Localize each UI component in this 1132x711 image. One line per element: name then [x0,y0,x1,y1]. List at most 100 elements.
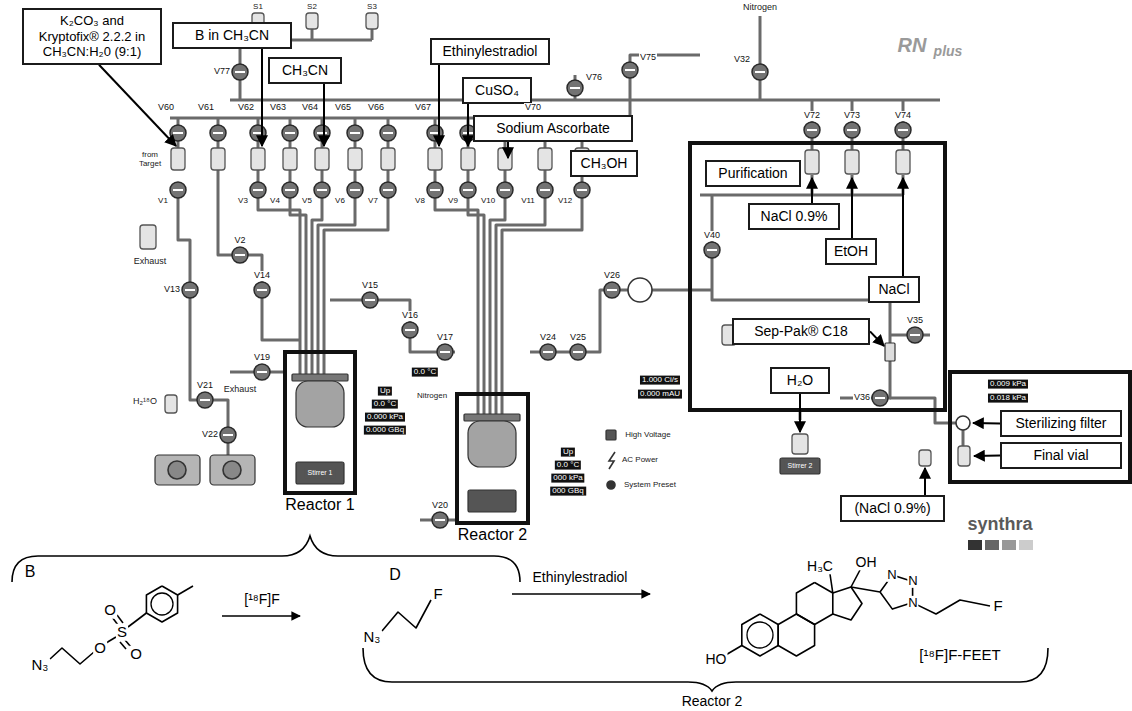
valve-body [232,247,248,263]
chemical-bond [778,614,814,656]
equipment-block [780,458,820,474]
equipment-block [292,374,348,381]
valve-body [497,182,513,198]
line-label: AC Power [621,456,659,465]
callout-box: Sodium Ascorbate [473,115,633,142]
valve-body [460,182,476,198]
valve-body [907,327,923,343]
pipe-line [700,194,903,197]
valve-bar [185,289,195,291]
valve-symbol [752,64,768,80]
valve-label: V24 [539,333,557,343]
valve-label: V35 [906,316,924,326]
valve-body [432,512,448,528]
valve-label: V26 [603,271,621,281]
equipment-symbol [628,278,652,302]
valve-bar [350,189,360,191]
leader-arrow [811,178,813,203]
valve-body [362,292,378,308]
display-readout: 0.000 GBq [364,426,406,435]
valve-bar [570,87,580,89]
equipment-block [210,455,255,485]
valve-symbol [604,282,620,298]
valve-bar [440,351,450,353]
valve-bar [573,351,583,353]
valve-label: V62 [237,103,255,113]
leader-arrow [467,104,469,146]
callout-box: B in CH₃CN [172,22,292,49]
chemical-bond [128,613,146,627]
line-label: System Preset [623,481,677,490]
valve-body [570,344,586,360]
valve-label: V12 [557,197,573,206]
vial-symbol [919,450,931,466]
leader-arrow [799,394,801,432]
valve-bar [625,69,635,71]
valve-body [604,282,620,298]
pipe-line [324,170,388,374]
equipment-symbol [956,416,970,430]
valve-label: V21 [196,381,214,391]
valve-bar [430,189,440,191]
valve-symbol [432,512,448,528]
valve-label: V5 [301,197,313,206]
valve-symbol [460,182,476,198]
valve-label: V3 [237,197,249,206]
valve-label: V32 [733,55,751,65]
valve-symbol [907,327,923,343]
valve-bar [910,334,920,336]
aromatic-ring [747,622,773,648]
valve-label: V1 [157,197,169,206]
chemistry-label: O [103,602,117,619]
valve-bar [285,132,295,134]
line-label: Nitrogen [416,392,448,401]
callout-text: Purification [713,165,793,182]
valve-body [537,182,553,198]
valve-label: V70 [524,103,542,113]
logo-square [1019,540,1033,550]
valve-label: V60 [157,103,175,113]
vial-symbol [171,148,185,170]
valve-label: V17 [436,333,454,343]
valve-body [210,125,226,141]
equipment-block [155,455,200,485]
valve-label: V63 [269,103,287,113]
valve-bar [257,289,267,291]
valve-symbol [254,282,270,298]
line-label: Exhaust [133,257,168,267]
logo-square [968,540,982,550]
display-readout: 0.009 kPa [988,380,1028,389]
valve-bar [875,397,885,399]
valve-bar [253,189,263,191]
leader-arrow [924,468,926,495]
valve-body [250,182,266,198]
callout-box: NaCl 0.9% [748,203,840,230]
valve-label: V72 [803,111,821,121]
valve-bar [607,289,617,291]
leader-arrow [851,178,853,238]
valve-bar [235,254,245,256]
callout-text: NaCl [876,281,912,298]
leader-arrow [974,454,1000,457]
valve-symbol [314,125,330,141]
valve-symbol [537,182,553,198]
logo-square [1002,540,1016,550]
pipe-line [468,170,484,414]
valve-symbol [232,64,248,80]
valve-label: V76 [585,73,603,83]
chemistry-label: S [116,624,128,641]
valve-label: V2 [233,236,246,246]
valve-symbol [282,125,298,141]
valve-bar [898,129,908,131]
line-label: H₂¹⁸O [132,397,158,407]
pipe-line [218,170,300,340]
callout-text: Final vial [1008,447,1114,464]
reaction-arrow [512,593,650,595]
chemical-bond [851,587,880,592]
valve-bar [257,371,267,373]
valve-body [622,62,638,78]
valve-body [402,322,418,338]
pipe-line [230,99,940,102]
valve-symbol [704,242,720,258]
leader-arrow [870,331,884,346]
